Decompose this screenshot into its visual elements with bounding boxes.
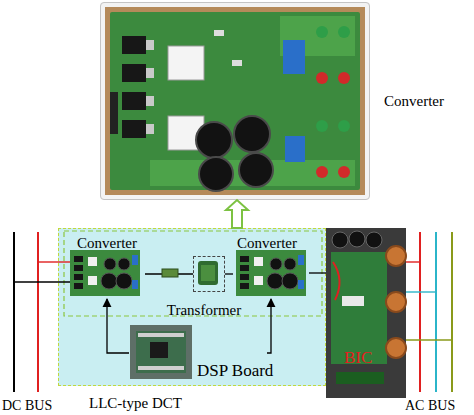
node-label: Converter xyxy=(384,93,474,110)
terminal-post xyxy=(316,26,328,38)
dct-group: LLC-type DCTConverterTransformerConverte… xyxy=(58,228,326,386)
capacitor xyxy=(199,157,233,191)
bus-label: AC BUS xyxy=(405,398,474,414)
smd-part xyxy=(214,30,224,36)
transformer-core xyxy=(168,46,204,80)
header xyxy=(138,366,184,370)
terminal-block xyxy=(285,136,305,162)
bic-pcb xyxy=(331,252,387,364)
mosfet xyxy=(122,64,146,82)
dsp-chip xyxy=(150,342,168,358)
terminal-post xyxy=(338,72,350,84)
capacitor xyxy=(366,232,382,248)
connector xyxy=(107,299,129,353)
converter-photo xyxy=(70,250,140,296)
header xyxy=(138,333,184,337)
photo-frame xyxy=(100,2,370,200)
wire xyxy=(406,291,436,292)
connector xyxy=(225,273,233,274)
mosfet-tab xyxy=(146,40,154,50)
terminal-block xyxy=(283,40,305,74)
terminal-post xyxy=(316,166,328,178)
converter-box: Converter xyxy=(69,235,145,299)
terminal-post xyxy=(338,120,350,132)
bic-box: BIC xyxy=(326,228,406,398)
capacitor xyxy=(234,116,270,152)
mosfet xyxy=(122,120,146,138)
connector xyxy=(309,272,326,273)
bus-wire xyxy=(435,232,437,392)
transformer-box: Transformer xyxy=(193,256,225,292)
bus-wire xyxy=(419,232,421,392)
terminal-post xyxy=(316,72,328,84)
mosfet xyxy=(122,92,146,110)
node-label: Transformer xyxy=(154,302,254,319)
wire xyxy=(38,261,70,262)
capacitor xyxy=(196,122,232,158)
bic-photo xyxy=(326,228,406,398)
pcb xyxy=(110,12,360,190)
inductor xyxy=(386,246,406,266)
header xyxy=(110,92,118,134)
connector xyxy=(267,299,271,353)
connector xyxy=(336,372,384,384)
dsp-box: DSP Board xyxy=(129,323,267,383)
bus-label: DC BUS xyxy=(2,398,72,414)
mosfet-tab xyxy=(146,68,154,78)
capacitor xyxy=(349,231,365,247)
mosfet xyxy=(122,36,146,54)
terminal-post xyxy=(316,120,328,132)
capacitor xyxy=(239,153,273,187)
mosfet-tab xyxy=(146,96,154,106)
node-label: DSP Board xyxy=(197,361,287,381)
wire xyxy=(406,339,452,340)
smd-part xyxy=(232,60,242,66)
converter-box: Converter xyxy=(233,235,309,299)
inductor xyxy=(386,292,406,312)
block-arrow xyxy=(226,200,248,228)
dct-fill xyxy=(58,228,326,386)
node-label: BIC xyxy=(344,348,394,368)
wire xyxy=(406,261,420,262)
bus-wire xyxy=(13,232,15,392)
resistor-symbol xyxy=(162,269,178,277)
wire xyxy=(14,281,70,282)
node-label: LLC-type DCT xyxy=(89,395,229,412)
terminal-post xyxy=(338,166,350,178)
node-label: Converter xyxy=(77,235,167,252)
mosfet-tab xyxy=(146,124,154,134)
bus-wire xyxy=(451,232,453,392)
dsp-photo xyxy=(130,325,192,379)
transformer-photo xyxy=(198,261,218,285)
photo-box: Converter xyxy=(100,2,370,200)
chip-label xyxy=(342,296,364,306)
connector xyxy=(145,273,193,274)
node-label: Converter xyxy=(237,235,327,252)
terminal-post xyxy=(338,26,350,38)
transformer-winding xyxy=(201,265,215,281)
bus-wire xyxy=(37,232,39,392)
photo-backdrop xyxy=(105,7,365,195)
converter-photo xyxy=(236,250,306,296)
capacitor xyxy=(332,232,348,248)
wire xyxy=(333,262,340,300)
inductor xyxy=(386,338,406,358)
dsp-pcb xyxy=(136,331,186,373)
